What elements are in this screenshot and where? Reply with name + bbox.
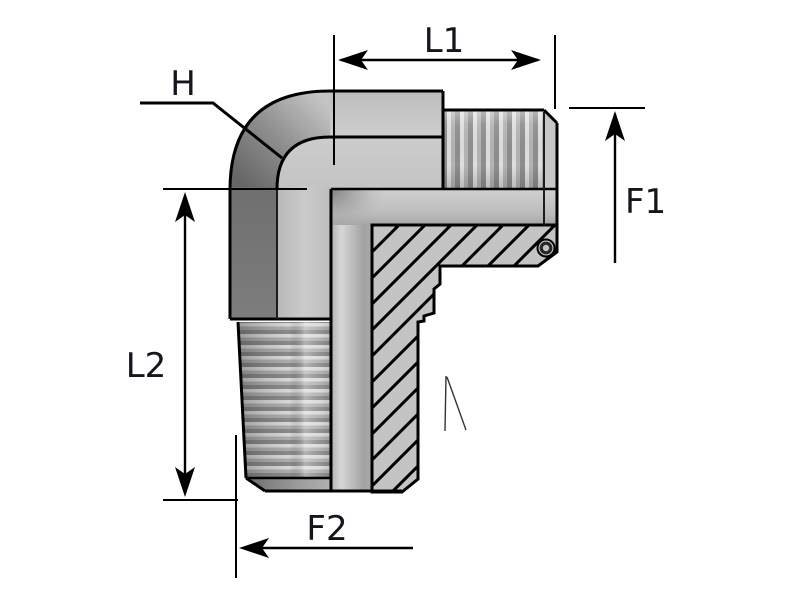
vertical-arm-light-face — [277, 187, 331, 319]
h-leader-line — [140, 101, 283, 160]
left-port-threads-shading — [238, 322, 331, 478]
f1-arrowhead-up-icon — [605, 111, 625, 141]
l2-arrowhead-down-icon — [175, 467, 195, 497]
right-thread-chamfer-edge — [542, 108, 559, 125]
vertical-arm-dark-face — [230, 187, 277, 319]
dimension-l1: L1 — [333, 21, 556, 165]
l1-label: L1 — [424, 21, 465, 61]
body-outline — [228, 89, 559, 493]
f2-arrowhead-left-icon — [239, 538, 269, 558]
dimension-l2: L2 — [126, 188, 307, 501]
outer-bend-arc — [228, 89, 331, 191]
left-port-end-chamfer — [246, 478, 331, 491]
right-port-threads-shading — [443, 110, 557, 189]
l2-arrowhead-up-icon — [175, 192, 195, 222]
cross-section-hatch-region — [370, 223, 559, 494]
callout-h: H — [140, 64, 283, 160]
h-label: H — [170, 64, 196, 104]
l2-label: L2 — [126, 346, 167, 386]
f1-label: F1 — [625, 182, 666, 222]
fitting-body — [230, 91, 559, 494]
l1-arrowhead-right-icon — [511, 50, 541, 70]
inner-bend-arc — [275, 135, 331, 190]
bore-corner-fillet-shadow — [331, 189, 383, 225]
dimension-f2: F2 — [235, 435, 413, 578]
thread-taper-indicator-lines — [444, 375, 467, 432]
left-chamfer-edge — [245, 476, 266, 493]
l1-arrowhead-left-icon — [338, 50, 368, 70]
seal-oring-icon — [539, 241, 553, 255]
right-port-chamfer-face — [544, 110, 557, 189]
left-thread-taper-edge — [236, 321, 248, 479]
vertical-bore-wall — [331, 189, 372, 491]
dimension-f1: F1 — [569, 107, 666, 263]
f2-label: F2 — [306, 509, 347, 549]
